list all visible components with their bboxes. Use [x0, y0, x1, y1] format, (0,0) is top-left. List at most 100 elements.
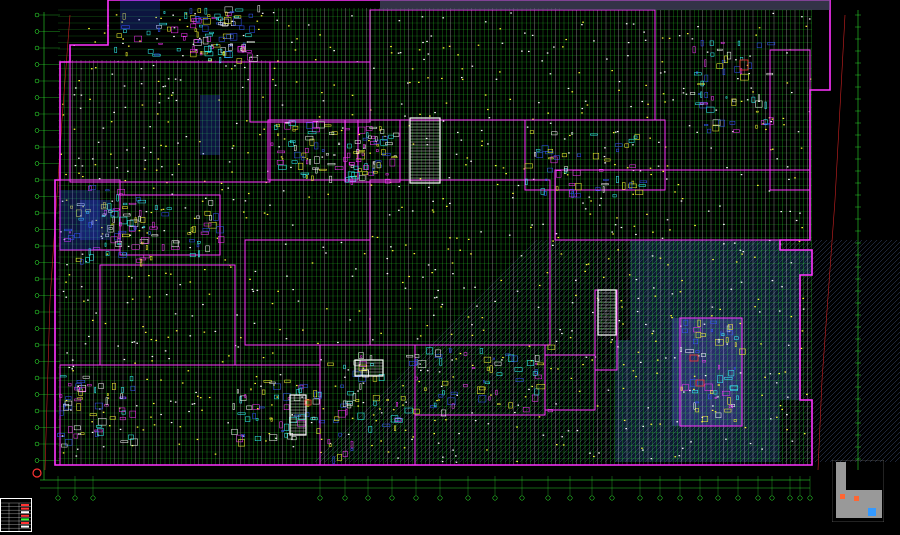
hatch-line — [554, 239, 778, 463]
column-mark — [83, 300, 85, 302]
detail-shape — [737, 40, 741, 46]
detail-shape — [721, 333, 725, 336]
detail-shape — [704, 124, 709, 126]
column-mark — [90, 68, 93, 70]
detail-shape — [208, 200, 214, 206]
detail-shape — [373, 171, 378, 174]
detail-shape — [547, 409, 553, 413]
column-mark — [632, 193, 634, 195]
column-mark — [448, 45, 451, 47]
detail-shape — [712, 124, 720, 132]
column-mark — [358, 133, 361, 136]
column-mark — [633, 225, 636, 227]
detail-shape — [733, 129, 740, 133]
column-mark — [107, 397, 110, 399]
column-mark — [639, 361, 642, 363]
detail-shape — [695, 331, 702, 339]
column-mark — [442, 198, 444, 200]
axis-bubble — [769, 495, 775, 501]
detail-shape — [439, 358, 443, 366]
column-mark — [584, 100, 587, 102]
column-mark — [715, 109, 718, 111]
detail-shape — [628, 138, 635, 143]
hatch-line — [429, 239, 653, 463]
column-mark — [111, 200, 114, 202]
axis-bubble — [389, 495, 395, 501]
column-mark — [514, 411, 516, 414]
detail-shape — [246, 405, 253, 410]
column-mark — [430, 35, 433, 37]
site-line-left — [44, 14, 71, 471]
column-mark — [635, 233, 637, 236]
column-mark — [502, 167, 505, 169]
detail-shape — [152, 53, 161, 57]
column-mark — [652, 330, 655, 332]
detail-shape — [541, 145, 549, 152]
column-mark — [627, 55, 629, 57]
detail-shape — [417, 360, 427, 368]
column-mark — [618, 89, 620, 91]
column-mark — [322, 100, 325, 102]
detail-shape — [85, 257, 90, 263]
detail-shape — [110, 211, 119, 218]
detail-shape — [633, 135, 638, 139]
detail-shape — [103, 202, 106, 209]
column-mark — [486, 449, 488, 451]
column-mark — [251, 288, 254, 291]
column-mark — [228, 355, 230, 357]
column-mark — [805, 25, 808, 27]
column-mark — [505, 173, 507, 175]
detail-shape — [210, 44, 213, 47]
detail-shape — [292, 125, 299, 130]
column-mark — [245, 217, 248, 219]
detail-shape — [524, 163, 533, 169]
column-mark — [532, 118, 534, 120]
column-mark — [131, 277, 133, 279]
detail-shape — [130, 385, 136, 391]
column-mark — [694, 224, 696, 227]
column-mark — [140, 83, 143, 85]
column-mark — [452, 376, 455, 378]
axis-bubble — [715, 495, 721, 501]
column-mark — [427, 77, 429, 79]
column-mark — [458, 432, 460, 435]
detail-shape — [108, 227, 113, 230]
column-mark — [347, 433, 350, 435]
column-mark — [528, 388, 530, 391]
column-mark — [201, 409, 203, 411]
column-mark — [661, 237, 664, 239]
column-mark — [68, 274, 71, 276]
column-mark — [637, 297, 640, 300]
column-mark — [124, 106, 127, 108]
column-mark — [614, 224, 617, 226]
detail-shape — [143, 254, 150, 259]
hatch-line — [854, 416, 900, 463]
detail-shape — [140, 217, 146, 223]
detail-shape — [76, 403, 81, 411]
detail-shape — [693, 338, 698, 345]
detail-shape — [704, 92, 708, 98]
column-mark — [730, 288, 733, 290]
detail-shape — [734, 336, 739, 340]
detail-shape — [241, 434, 245, 437]
column-mark — [754, 306, 756, 308]
column-mark — [588, 196, 591, 198]
column-mark — [162, 86, 165, 88]
detail-shape — [120, 393, 123, 399]
column-mark — [656, 372, 658, 374]
hatch-line — [729, 291, 900, 463]
column-mark — [678, 35, 681, 37]
detail-shape — [338, 142, 341, 145]
detail-shape — [363, 165, 369, 170]
column-mark — [456, 131, 459, 134]
axis-bubble — [90, 495, 96, 501]
column-mark — [542, 223, 544, 225]
detail-shape — [277, 150, 285, 154]
blue-zone — [80, 200, 110, 240]
column-mark — [749, 55, 751, 57]
column-mark — [571, 302, 574, 304]
detail-shape — [359, 360, 367, 367]
column-mark — [630, 105, 632, 108]
column-mark — [358, 310, 361, 312]
column-mark — [322, 246, 325, 248]
